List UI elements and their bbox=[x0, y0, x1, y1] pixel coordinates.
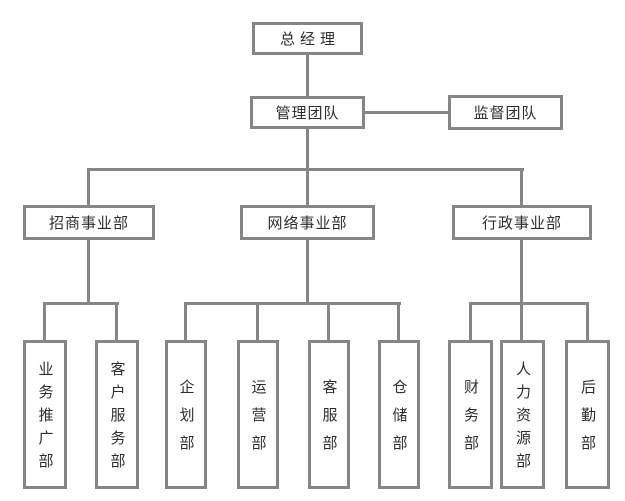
connector-admin-down bbox=[520, 240, 523, 340]
node-warehousing-label: 仓储部 bbox=[390, 379, 409, 463]
connector-management-down bbox=[306, 129, 309, 168]
node-supervision-label: 监督团队 bbox=[473, 104, 538, 122]
connector-drop-planning bbox=[184, 302, 187, 340]
node-customer-support-label: 客服部 bbox=[320, 379, 339, 463]
node-customer-service: 客户服务部 bbox=[95, 340, 139, 489]
node-human-resources-label: 人力资源部 bbox=[514, 361, 532, 476]
node-operations-label: 运营部 bbox=[249, 379, 268, 463]
node-supervision: 监督团队 bbox=[448, 95, 563, 130]
node-planning-label: 企划部 bbox=[177, 379, 196, 463]
connector-drop-logistics bbox=[586, 302, 589, 340]
connector-network-down bbox=[306, 240, 309, 302]
node-planning: 企划部 bbox=[165, 340, 207, 489]
connector-investment-horizontal bbox=[43, 302, 119, 305]
connector-drop-operations bbox=[256, 302, 259, 340]
node-business-promotion-label: 业务推广部 bbox=[36, 361, 55, 476]
node-logistics-label: 后勤部 bbox=[579, 379, 597, 463]
connector-management-supervision bbox=[365, 111, 448, 114]
node-dept-network: 网络事业部 bbox=[240, 205, 375, 240]
connector-drop-investment bbox=[87, 168, 90, 205]
node-dept-admin-label: 行政事业部 bbox=[481, 214, 562, 232]
node-customer-service-label: 客户服务部 bbox=[108, 361, 127, 476]
connector-network-horizontal bbox=[184, 302, 401, 305]
connector-drop-network bbox=[306, 168, 309, 205]
connector-drop-warehousing bbox=[397, 302, 400, 340]
connector-investment-down bbox=[87, 240, 90, 302]
node-business-promotion: 业务推广部 bbox=[23, 340, 67, 489]
node-dept-investment: 招商事业部 bbox=[23, 205, 155, 240]
connector-ceo-management bbox=[306, 55, 309, 96]
node-dept-admin: 行政事业部 bbox=[452, 205, 592, 240]
connector-drop-admin bbox=[520, 168, 523, 205]
node-dept-investment-label: 招商事业部 bbox=[48, 214, 129, 232]
node-logistics: 后勤部 bbox=[565, 340, 610, 489]
node-management-label: 管理团队 bbox=[275, 104, 340, 122]
node-ceo-label: 总经理 bbox=[279, 30, 340, 48]
node-operations: 运营部 bbox=[237, 340, 279, 489]
connector-drop-customer-support bbox=[327, 302, 330, 340]
node-ceo: 总经理 bbox=[252, 22, 363, 55]
connector-drop-business-promotion bbox=[43, 302, 46, 340]
connector-drop-customer-service bbox=[115, 302, 118, 340]
node-finance: 财务部 bbox=[448, 340, 493, 489]
node-customer-support: 客服部 bbox=[308, 340, 350, 489]
node-finance-label: 财务部 bbox=[462, 379, 480, 463]
connector-admin-horizontal bbox=[469, 302, 589, 305]
node-warehousing: 仓储部 bbox=[378, 340, 420, 489]
node-management: 管理团队 bbox=[250, 96, 365, 129]
connector-main-horizontal bbox=[87, 168, 524, 171]
connector-drop-finance bbox=[469, 302, 472, 340]
node-dept-network-label: 网络事业部 bbox=[267, 214, 348, 232]
node-human-resources: 人力资源部 bbox=[500, 340, 545, 489]
